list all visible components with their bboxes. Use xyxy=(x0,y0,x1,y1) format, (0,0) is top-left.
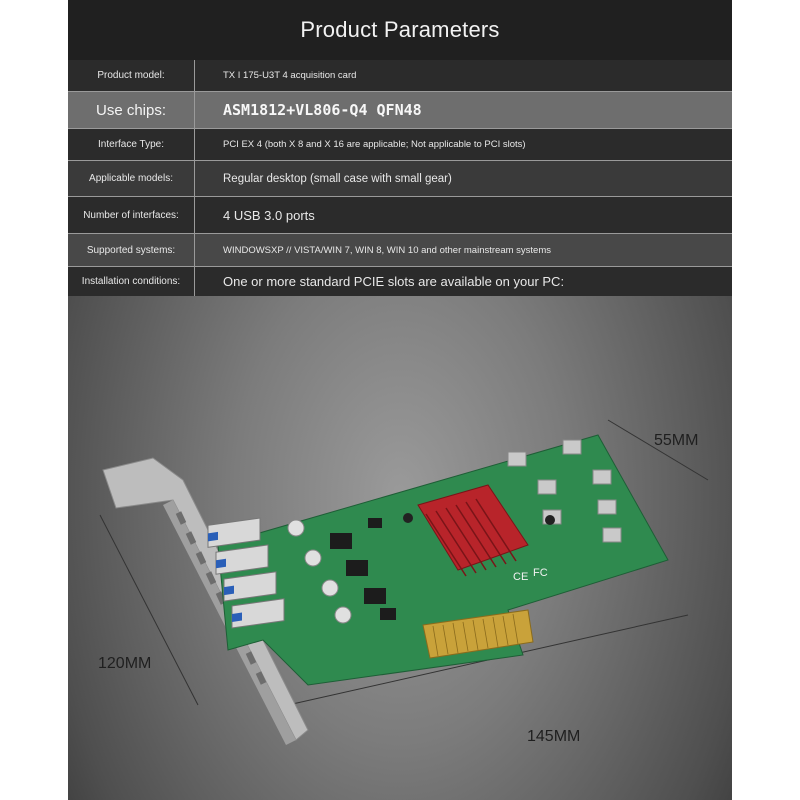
table-row: Use chips: ASM1812+VL806-Q4 QFN48 xyxy=(68,92,732,129)
parameters-table: Product model: TX I 175-U3T 4 acquisitio… xyxy=(68,60,732,296)
capacitors xyxy=(287,519,352,624)
dimension-line-bracket xyxy=(99,514,199,706)
param-value: 4 USB 3.0 ports xyxy=(223,207,315,223)
ce-mark: CE xyxy=(513,571,528,583)
pcie-edge-connector xyxy=(422,609,534,659)
usb-ports xyxy=(207,517,285,629)
header-bar: Product Parameters xyxy=(68,0,732,60)
param-value: ASM1812+VL806-Q4 QFN48 xyxy=(223,101,422,119)
dimension-length-label: 145MM xyxy=(527,728,581,745)
param-label: Supported systems: xyxy=(68,234,195,266)
param-value: TX I 175-U3T 4 acquisition card xyxy=(223,70,357,81)
table-row: Installation conditions: One or more sta… xyxy=(68,267,732,296)
table-row: Number of interfaces: 4 USB 3.0 ports xyxy=(68,197,732,234)
table-row: Applicable models: Regular desktop (smal… xyxy=(68,161,732,197)
param-value: One or more standard PCIE slots are avai… xyxy=(223,274,565,289)
dimension-height-label: 55MM xyxy=(654,432,699,449)
param-label: Installation conditions: xyxy=(68,267,195,296)
page-title: Product Parameters xyxy=(300,17,500,42)
param-value: Regular desktop (small case with small g… xyxy=(223,172,452,185)
inductors xyxy=(507,439,622,543)
table-row: Interface Type: PCI EX 4 (both X 8 and X… xyxy=(68,129,732,161)
dimension-line-height xyxy=(607,419,709,481)
table-row: Supported systems: WINDOWSXP // VISTA/WI… xyxy=(68,234,732,267)
param-value: WINDOWSXP // VISTA/WIN 7, WIN 8, WIN 10 … xyxy=(223,244,551,256)
pcb-board xyxy=(217,434,669,686)
table-row: Product model: TX I 175-U3T 4 acquisitio… xyxy=(68,60,732,92)
fc-mark: FC xyxy=(533,567,548,579)
param-label: Number of interfaces: xyxy=(68,197,195,233)
param-label: Interface Type: xyxy=(68,129,195,160)
product-photo: CE FC xyxy=(99,419,709,745)
heatsink xyxy=(403,484,555,577)
chips xyxy=(330,518,396,620)
param-value: PCI EX 4 (both X 8 and X 16 are applicab… xyxy=(223,139,526,150)
param-label: Product model: xyxy=(68,60,195,91)
dimension-bracket-label: 120MM xyxy=(98,655,152,672)
param-label: Use chips: xyxy=(68,92,195,128)
product-parameters-panel: Product Parameters Product model: TX I 1… xyxy=(68,0,732,800)
param-label: Applicable models: xyxy=(68,161,195,196)
